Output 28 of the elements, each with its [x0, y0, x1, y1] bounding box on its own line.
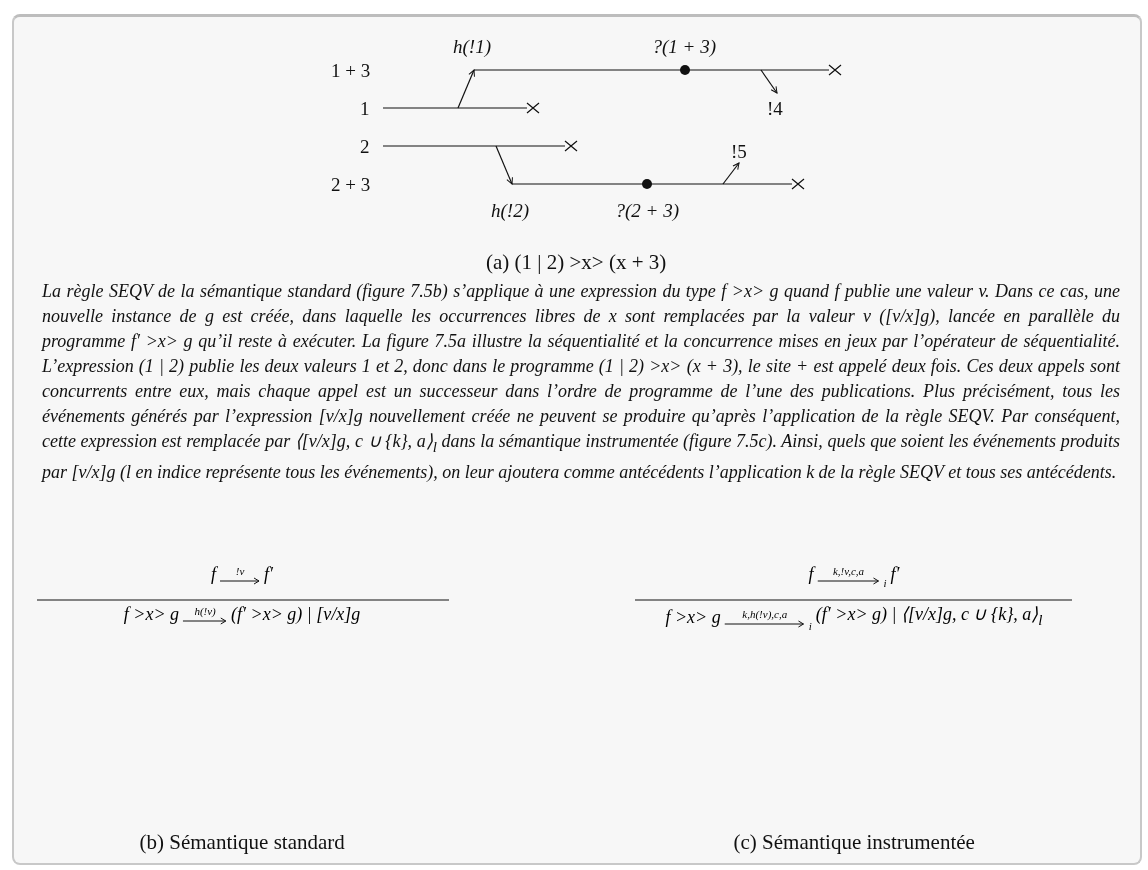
timeline-label: 1 [360, 98, 370, 118]
arrow-label: k,h(!v),c,a [742, 608, 788, 621]
subscript: i [808, 620, 812, 633]
arrow-label: !v [235, 565, 245, 578]
subscript: i [883, 577, 887, 590]
event-label: !5 [731, 141, 747, 161]
timeline-label: 2 [360, 136, 370, 156]
event-label: ?(1 + 3) [652, 36, 716, 56]
arrow-label: k,!v,c,a [832, 565, 865, 578]
formula: (f′ >x> g) | [v/x]g [231, 605, 361, 626]
event-label: h(!2) [491, 200, 529, 220]
arrow-label: h(!v) [194, 605, 216, 618]
subfigure-caption: (a) (1 | 2) >x> (x + 3) [486, 251, 667, 273]
formula: f [211, 565, 217, 586]
event-label: ?(2 + 3) [615, 200, 679, 220]
timeline-label: 1 + 3 [331, 60, 371, 80]
event-label: h(!1) [453, 36, 491, 56]
event-label: !4 [767, 98, 783, 118]
formula: f′ [890, 565, 900, 586]
subfigure-caption: (b) Sémantique standard [139, 831, 345, 853]
formula: f >x> g [123, 605, 180, 626]
formula: f >x> g [665, 608, 721, 629]
formula: (f′ >x> g) | ⟨[v/x]g, c ∪ {k}, a⟩$_{l}$ [815, 605, 1043, 629]
formula: f [808, 565, 814, 586]
paragraph: La règle SEQV de la sémantique standard (figure 7.5b) s’applique à une expression du type f >x> g quand f publie une valeur v. Dans ce cas, une nouvelle instance de g est créée, dans laquelle les occurrences libres de x sont remplacées par la valeur v ([v/x]g), lancée en parallèle du programme f′ >x> g qu’il reste à exécuter. La figure 7.5a illustre la séquentialité et la concurrence mises en jeux par l’opérateur de séquentialité. L’expression (1 | 2) publie les deux valeurs 1 et 2, donc dans le programme (1 | 2) >x> (x + 3), le site + est appelé deux fois. Ces deux appels sont concurrents entre eux, mais chaque appel est un successeur dans l’ordre de programme de l’une des publications. Plus précisément, tous les événements générés par l’expression [v/x]g nouvellement créée ne peuvent se produire qu’après l’application de la règle SEQV. Par conséquent, cette expression est remplacée par ⟨[v/x]g, c ∪ {k}, a⟩$_{l}$ dans la sémantique instrumentée (figure 7.5c). Ainsi, quels que soient les événements produits par [v/x]g (l en indice représente tous les événements), on leur ajoutera comme antécédents l’application k de la règle SEQV et tous ses antécédents. [42, 280, 1120, 484]
timeline-label: 2 + 3 [331, 174, 371, 194]
formula: f′ [264, 565, 273, 586]
subfigure-caption: (c) Sémantique instrumentée [733, 831, 975, 853]
